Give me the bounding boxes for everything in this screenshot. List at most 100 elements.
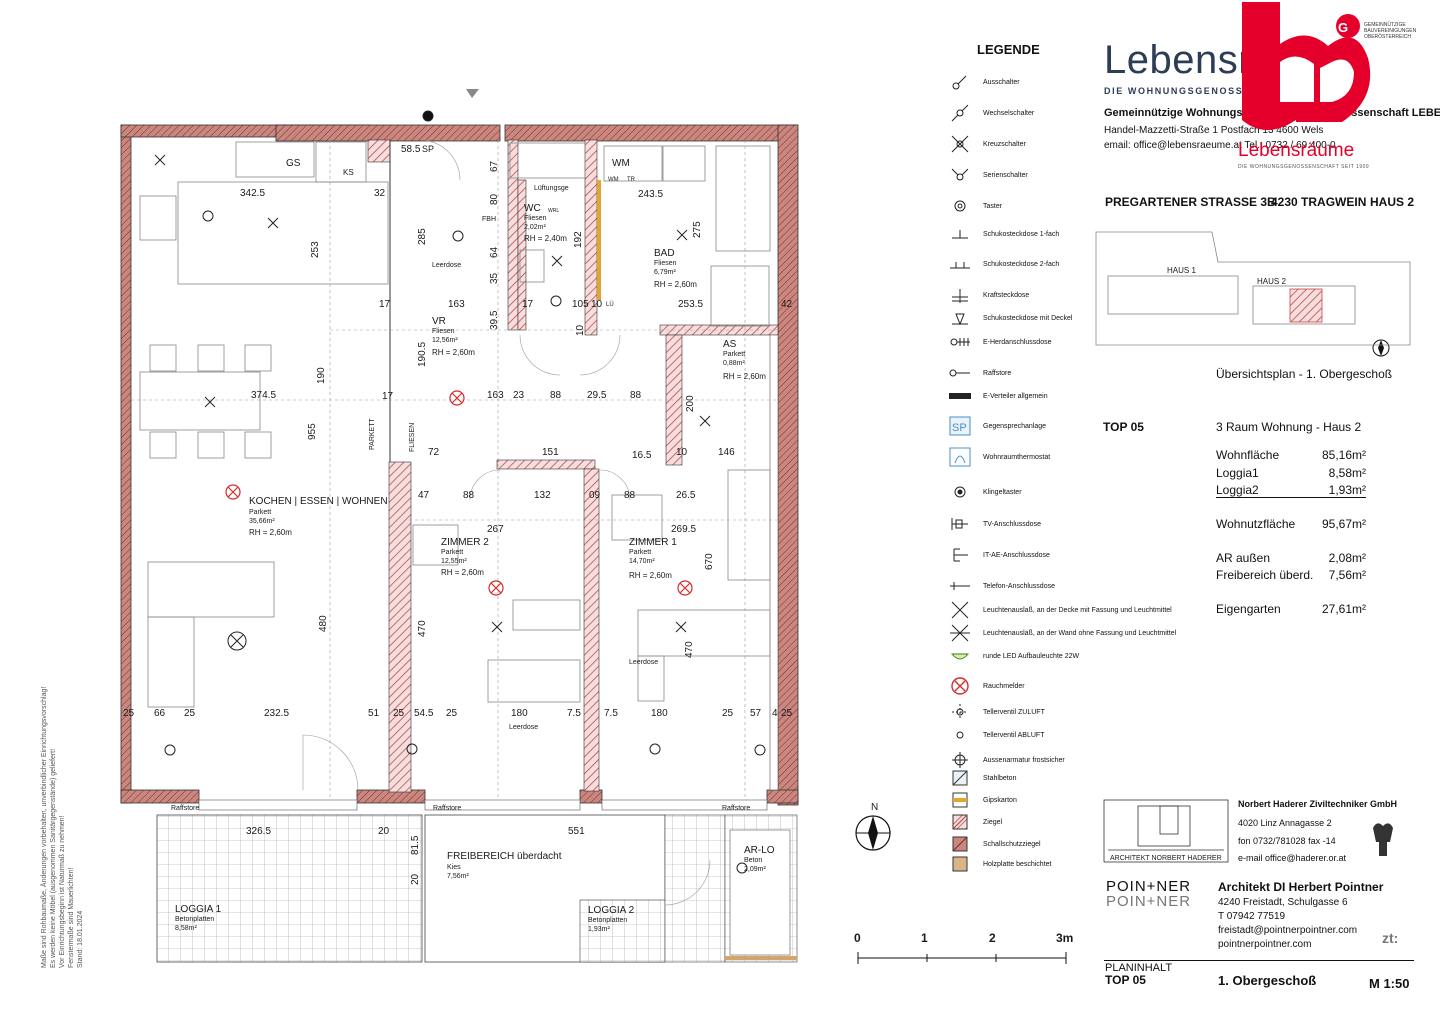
legend-row: TV-Anschlussdose xyxy=(948,513,1041,535)
legend-row: Telefon-Anschlussdose xyxy=(948,575,1055,597)
pointner-logo-line2: POIN+NER xyxy=(1106,893,1192,910)
room-height: RH = 2,60m xyxy=(654,280,697,289)
legend-row: Kreuzschalter xyxy=(948,133,1026,155)
scale-tick: 1 xyxy=(921,931,928,945)
svg-text:SP: SP xyxy=(952,422,967,434)
dim: 253 xyxy=(310,241,321,258)
stahlbeton-icon xyxy=(952,770,968,786)
unit-type: 3 Raum Wohnung - Haus 2 xyxy=(1216,420,1362,434)
dim: 132 xyxy=(534,490,551,501)
dim: 551 xyxy=(568,826,585,837)
legend-label: Rauchmelder xyxy=(983,682,1025,690)
leerdose-label: Leerdose xyxy=(509,724,538,731)
leerdose-label: Leerdose xyxy=(629,659,658,666)
gipskarton-icon xyxy=(952,792,968,808)
legend-row: Holzplatte beschichtet xyxy=(948,853,1051,875)
legend-row: Wohnraumthermostat xyxy=(948,446,1050,468)
dim: 09 xyxy=(589,490,601,501)
fliesen-label: FLIESEN xyxy=(409,423,416,452)
wrl-label: WRL xyxy=(548,208,559,214)
legend-row: Taster xyxy=(948,195,1002,217)
area-value: 95,67m² xyxy=(1321,517,1366,531)
dim: 180 xyxy=(651,708,668,719)
room-name: FREIBEREICH überdacht xyxy=(447,851,562,862)
legend-row: Ziegel xyxy=(948,811,1002,833)
dim: 105 xyxy=(572,299,589,310)
architect-phone: T 07942 77519 xyxy=(1218,911,1286,922)
sp-label: SP xyxy=(422,144,434,154)
dim: 80 xyxy=(489,193,500,205)
legend-row: Kraftsteckdose xyxy=(948,284,1029,306)
legend-label: runde LED Aufbauleuchte 22W xyxy=(983,652,1080,660)
legend-label: Klingeltaster xyxy=(983,488,1022,496)
room-floor: Fliesen xyxy=(524,215,547,222)
ausschalter-icon xyxy=(952,75,967,90)
room-height: RH = 2,60m xyxy=(629,571,672,580)
room-floor: Parkett xyxy=(441,549,463,556)
dim: 25 xyxy=(393,708,405,719)
rauchmelder-icon xyxy=(951,677,969,695)
north-arrow-small-icon xyxy=(1372,339,1390,357)
dim: 25 xyxy=(446,708,458,719)
dim: 29.5 xyxy=(587,390,607,401)
ks-label: KS xyxy=(343,168,354,177)
kreuzschalter-icon xyxy=(951,135,969,153)
lebensraeume-brand-icon: G xyxy=(1242,2,1371,130)
area-label: Wohnutzfläche xyxy=(1216,517,1296,531)
legend-row: Schukosteckdose mit Deckel xyxy=(948,307,1072,329)
dim: 25 xyxy=(184,708,196,719)
scale-tick: 2 xyxy=(989,931,996,945)
gbv-text: GEMEINNÜTZIGE BAUVEREINIGUNGEN OBERÖSTER… xyxy=(1364,22,1417,40)
dim: 25 xyxy=(722,708,734,719)
plan-info-floor: 1. Obergeschoß xyxy=(1218,973,1317,988)
dim: 88 xyxy=(550,390,562,401)
dim: 25 xyxy=(123,708,135,719)
dim: 23 xyxy=(513,390,525,401)
thermostat-icon xyxy=(949,447,971,467)
disclaimer: Maße sind Rohbaumaße, Änderungen vorbeha… xyxy=(41,686,84,968)
svg-text:G: G xyxy=(1338,20,1348,35)
legend-label: Gipskarton xyxy=(983,796,1017,804)
room-name: LOGGIA 2 xyxy=(588,905,635,916)
gs-label: GS xyxy=(286,158,301,169)
wandauslass-icon xyxy=(950,624,970,642)
outdoor-area xyxy=(156,799,798,963)
legend-row: E-Herdanschlussdose xyxy=(948,331,1051,353)
smoke-detectors xyxy=(225,390,693,596)
room-area: 12,56m² xyxy=(432,337,458,344)
legend-row: Leuchtenauslaß, an der Wand ohne Fassung… xyxy=(948,622,1176,644)
room-floor: Fliesen xyxy=(432,328,455,335)
fbh-label: FBH xyxy=(482,216,496,223)
legend-label: Ziegel xyxy=(983,818,1003,826)
site-label-haus1: HAUS 1 xyxy=(1167,266,1196,275)
engineer-email: e-mail office@haderer.or.at xyxy=(1238,853,1347,863)
serienschalter-icon xyxy=(951,168,969,181)
legend-label: E-Verteiler allgemein xyxy=(983,392,1048,400)
room-height: RH = 2,60m xyxy=(432,348,475,357)
wm-label: WM xyxy=(612,158,630,169)
area-label: AR außen xyxy=(1216,551,1271,565)
dim: 88 xyxy=(463,490,475,501)
legend-row: Klingeltaster xyxy=(948,481,1022,503)
legend-label: Taster xyxy=(983,202,1003,210)
dim: 253.5 xyxy=(678,299,703,310)
site-plan xyxy=(1095,231,1411,346)
dim: 285 xyxy=(417,228,428,245)
legend-row: Rauchmelder xyxy=(948,675,1025,697)
dim: 72 xyxy=(428,447,440,458)
telefon-dose-icon xyxy=(950,582,970,590)
legend-row: E-Verteiler allgemein xyxy=(948,385,1048,407)
dim: 42 xyxy=(781,299,793,310)
room-area: 12,55m² xyxy=(441,558,467,565)
legend-label: Schukosteckdose mit Deckel xyxy=(983,314,1073,322)
legend-label: Wohnraumthermostat xyxy=(983,453,1051,461)
legend-label: Gegensprechanlage xyxy=(983,422,1047,430)
dim: 25 xyxy=(781,708,793,719)
raffstore-label: Raffstore xyxy=(722,805,750,812)
tr-label: TR xyxy=(627,177,636,183)
room-floor: Kies xyxy=(447,864,461,871)
dim: 35 xyxy=(489,272,500,284)
room-area: 2,09m² xyxy=(744,866,766,873)
legend-row: Ausschalter xyxy=(948,71,1020,93)
